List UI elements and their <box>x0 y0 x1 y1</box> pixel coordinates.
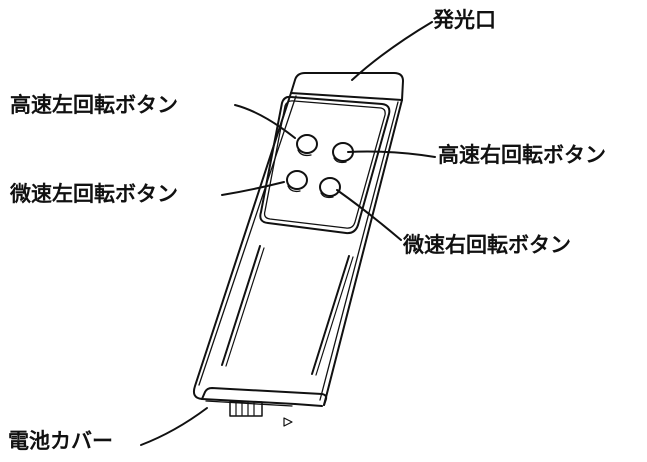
fine-left-button[interactable] <box>286 170 308 193</box>
leader-line-high-speed-right <box>347 150 436 158</box>
remote-top-cap <box>290 72 404 101</box>
high-speed-right-label: 高速右回転ボタン <box>438 143 606 167</box>
high-speed-left-label: 高速左回転ボタン <box>10 93 178 117</box>
high-speed-left-button[interactable] <box>296 134 318 157</box>
side-grooves <box>221 245 354 376</box>
leader-line-fine-left <box>221 181 285 196</box>
leader-line-fine-right <box>336 189 402 241</box>
emitter-label: 発光口 <box>433 8 496 32</box>
fine-right-label: 微速右回転ボタン <box>403 233 571 257</box>
fine-right-button[interactable] <box>319 177 341 199</box>
fine-left-label: 微速左回転ボタン <box>10 182 178 206</box>
battery-cover[interactable] <box>201 387 328 427</box>
leader-line-emitter <box>351 21 433 81</box>
battery-cover-label: 電池カバー <box>8 429 113 453</box>
leader-line-battery-cover <box>140 407 208 446</box>
button-panel <box>259 95 391 235</box>
leader-line-high-speed-left <box>234 104 296 139</box>
